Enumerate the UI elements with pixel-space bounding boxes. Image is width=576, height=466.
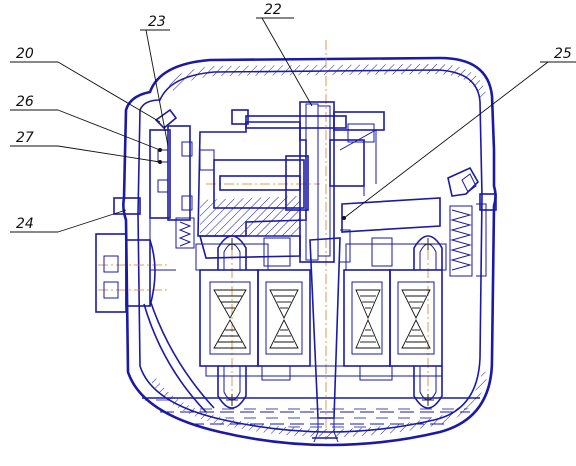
suspension-spring bbox=[447, 166, 487, 277]
callout-24: 24 bbox=[16, 216, 34, 232]
centerlines bbox=[98, 40, 429, 440]
leader-lines bbox=[10, 17, 576, 233]
callout-20: 20 bbox=[16, 46, 34, 62]
callout-25: 25 bbox=[554, 46, 572, 62]
callout-22: 22 bbox=[264, 2, 282, 18]
callout-23: 23 bbox=[148, 14, 166, 30]
crankshaft bbox=[231, 101, 385, 443]
callout-26: 26 bbox=[16, 94, 34, 110]
motor-stator bbox=[195, 235, 447, 409]
callout-27: 27 bbox=[16, 130, 34, 146]
frame bbox=[198, 129, 441, 263]
terminal-box bbox=[95, 233, 215, 413]
callout-labels: 20 26 27 24 23 22 25 bbox=[16, 2, 572, 232]
cylinder-head bbox=[149, 108, 193, 271]
cylinder-block bbox=[175, 121, 309, 249]
